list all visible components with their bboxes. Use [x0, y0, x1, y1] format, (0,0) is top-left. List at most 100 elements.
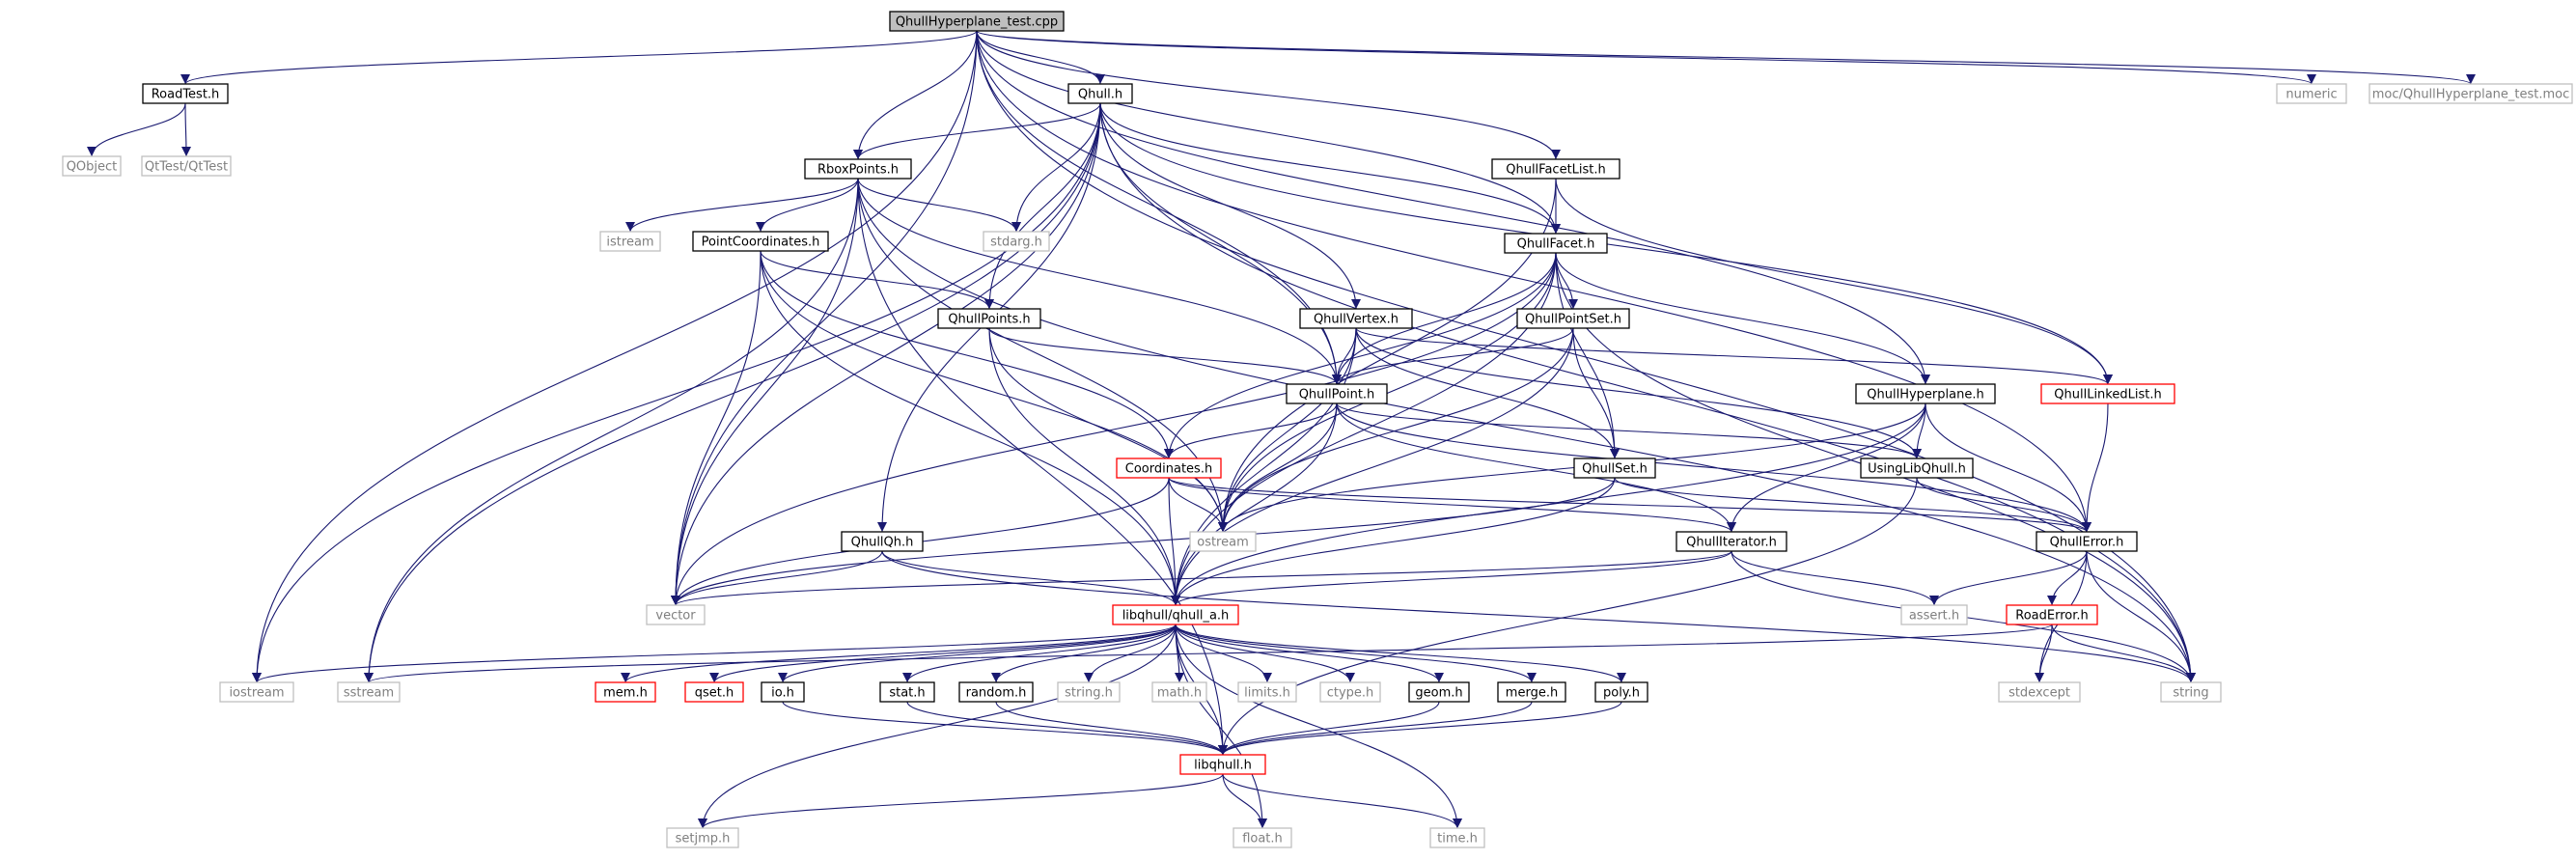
node-ioh[interactable]: io.h: [761, 681, 805, 703]
node-roaderror[interactable]: RoadError.h: [2006, 604, 2098, 625]
node-sstream-label: sstream: [344, 686, 394, 701]
node-stdarg: stdarg.h: [983, 231, 1050, 252]
node-mathh-box: [1151, 681, 1207, 703]
edge-libqhull_a-to-randomh: [991, 624, 1177, 683]
node-qttest-box: [141, 155, 232, 177]
node-memh[interactable]: mem.h: [595, 681, 656, 703]
edge-libqhull_a-to-setjmph: [698, 624, 1177, 829]
edge-libqhull_a-to-stath: [902, 624, 1177, 683]
node-stath[interactable]: stat.h: [879, 681, 935, 703]
edge-usinglibqhull-to-libqhullh: [1218, 477, 1918, 756]
node-geomh[interactable]: geom.h: [1408, 681, 1470, 703]
node-coordinates[interactable]: Coordinates.h: [1116, 458, 1222, 479]
edge-qhullpointset-to-qhullpoint: [1332, 327, 1574, 385]
node-pointcoords[interactable]: PointCoordinates.h: [692, 231, 829, 252]
nodes-layer: QhullHyperplane_test.cppRoadTest.hQObjec…: [62, 11, 2573, 848]
node-qseth[interactable]: qset.h: [684, 681, 744, 703]
node-stdexcept-box: [1998, 681, 2081, 703]
node-ctypeh-box: [1319, 681, 1381, 703]
edge-qhullvertex-to-qhullset: [1355, 327, 1620, 459]
node-stringh-label: string.h: [1065, 686, 1113, 701]
node-qhullhyperplane[interactable]: QhullHyperplane.h: [1855, 383, 1996, 404]
node-qhullfacetlist-box: [1491, 158, 1620, 180]
node-qhulllinkedlist[interactable]: QhullLinkedList.h: [2040, 383, 2175, 404]
node-pointcoords-label: PointCoordinates.h: [702, 236, 820, 250]
node-setjmph: setjmp.h: [666, 827, 739, 848]
node-memh-label: mem.h: [603, 686, 648, 701]
edge-rboxpoints-to-istream: [625, 178, 859, 233]
edge-libqhull_a-to-stringh: [1084, 624, 1177, 683]
node-qhull-box: [1067, 83, 1133, 104]
node-libqhullh-box: [1179, 754, 1266, 775]
edge-qhull-to-stdarg: [1011, 102, 1101, 233]
edge-qhullerror-to-string: [2086, 550, 2196, 683]
node-asserth-label: assert.h: [1909, 609, 1959, 624]
edge-rboxpoints-to-libqhullh: [857, 178, 1228, 756]
edge-roadtest-to-qttest: [180, 102, 191, 157]
node-qhullpoint[interactable]: QhullPoint.h: [1286, 383, 1388, 404]
edge-root-to-roadtest: [180, 30, 978, 85]
node-coordinates-box: [1116, 458, 1222, 479]
node-numeric-box: [2276, 83, 2347, 104]
node-stringh-box: [1057, 681, 1121, 703]
node-qhullpoints[interactable]: QhullPoints.h: [937, 308, 1041, 329]
node-libqhullh[interactable]: libqhull.h: [1179, 754, 1266, 775]
node-qhullerror[interactable]: QhullError.h: [2036, 531, 2138, 552]
node-qhullqh[interactable]: QhullQh.h: [841, 531, 924, 552]
node-qhullfacetlist[interactable]: QhullFacetList.h: [1491, 158, 1620, 180]
node-polyh[interactable]: poly.h: [1594, 681, 1648, 703]
node-rboxpoints[interactable]: RboxPoints.h: [804, 158, 912, 180]
node-ostream-label: ostream: [1197, 536, 1249, 550]
node-qhullpoint-label: QhullPoint.h: [1299, 388, 1375, 402]
node-usinglibqhull[interactable]: UsingLibQhull.h: [1860, 458, 1974, 479]
node-roaderror-box: [2006, 604, 2098, 625]
node-roadtest[interactable]: RoadTest.h: [142, 83, 229, 104]
edge-rboxpoints-to-pointcoords: [756, 178, 859, 233]
node-qhull[interactable]: Qhull.h: [1067, 83, 1133, 104]
node-moc-box: [2368, 83, 2573, 104]
edge-roaderror-to-stdexcept: [2035, 624, 2053, 683]
edge-qhullpoints-to-ostream: [988, 327, 1228, 533]
node-setjmph-label: setjmp.h: [676, 832, 731, 846]
edge-root-to-numeric: [976, 30, 2316, 85]
node-istream-box: [599, 231, 661, 252]
edge-qhulllinkedlist-to-qhullerror: [2082, 402, 2109, 533]
node-ostream-box: [1189, 531, 1257, 552]
edge-root-to-qhullfacet: [976, 30, 1561, 235]
edge-qhullhyperplane-to-qhulliterator: [1727, 402, 1926, 533]
edge-pointcoords-to-coordinates: [760, 250, 1174, 459]
edge-root-to-qhullfacetlist: [976, 30, 1561, 160]
node-istream-label: istream: [606, 236, 653, 250]
node-stringh: string.h: [1057, 681, 1121, 703]
edge-rboxpoints-to-sstream: [364, 178, 859, 683]
edge-qhull-to-rboxpoints: [853, 102, 1101, 160]
node-timeh: time.h: [1429, 827, 1485, 848]
node-qttest: QtTest/QtTest: [141, 155, 232, 177]
node-randomh-box: [958, 681, 1034, 703]
node-root[interactable]: QhullHyperplane_test.cpp: [889, 11, 1065, 32]
node-qhulllinkedlist-box: [2040, 383, 2175, 404]
node-memh-box: [595, 681, 656, 703]
node-qhulliterator-label: QhullIterator.h: [1686, 536, 1777, 550]
node-mergeh[interactable]: merge.h: [1497, 681, 1566, 703]
node-qhullpointset[interactable]: QhullPointSet.h: [1516, 308, 1630, 329]
node-qhullfacet[interactable]: QhullFacet.h: [1504, 233, 1608, 254]
node-qhullset[interactable]: QhullSet.h: [1573, 458, 1656, 479]
edge-libqhull_a-to-limitsh: [1175, 624, 1272, 683]
node-qhullvertex[interactable]: QhullVertex.h: [1299, 308, 1413, 329]
node-qhullfacetlist-label: QhullFacetList.h: [1506, 163, 1606, 178]
node-istream: istream: [599, 231, 661, 252]
edge-root-to-vector: [671, 30, 978, 606]
node-moc: moc/QhullHyperplane_test.moc: [2368, 83, 2573, 104]
node-libqhull_a[interactable]: libqhull/qhull_a.h: [1112, 604, 1239, 625]
edge-root-to-moc: [976, 30, 2476, 85]
edge-coordinates-to-ostream: [1168, 477, 1228, 533]
edge-rboxpoints-to-vector: [671, 178, 859, 606]
node-randomh[interactable]: random.h: [958, 681, 1034, 703]
edge-qhullpoints-to-qhullpoint: [988, 327, 1342, 385]
node-qhulliterator[interactable]: QhullIterator.h: [1676, 531, 1787, 552]
node-rboxpoints-box: [804, 158, 912, 180]
node-mathh: math.h: [1151, 681, 1207, 703]
node-setjmph-box: [666, 827, 739, 848]
